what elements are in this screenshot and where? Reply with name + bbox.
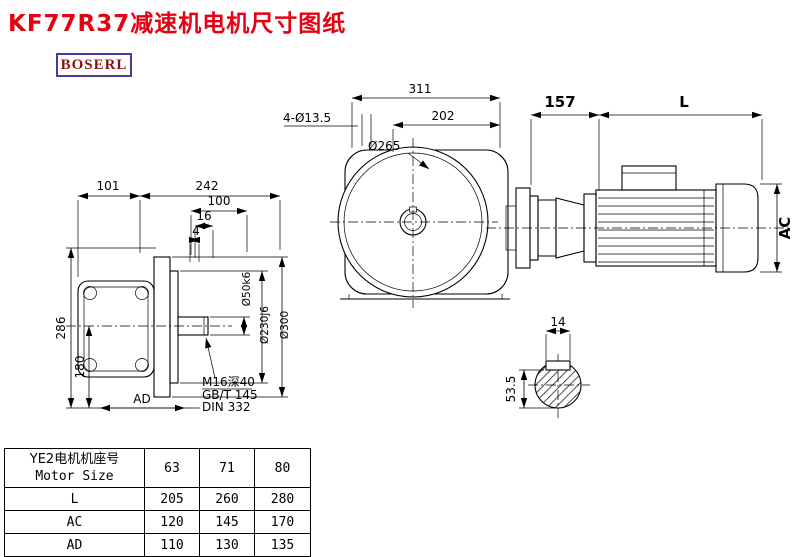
dim-L: L: [679, 93, 689, 111]
cell-AC-80: 170: [254, 510, 311, 534]
cell-L-63: 205: [144, 487, 200, 511]
row-label-L: L: [4, 487, 145, 511]
cell-AD-63: 110: [144, 533, 200, 557]
dim-180: 180: [73, 356, 87, 379]
dim-shaft-dia: Ø50k6: [241, 271, 253, 306]
brand-logo: BOSERL: [56, 53, 132, 77]
table-header-row: YE2电机机座号 Motor Size 63 71 80: [4, 448, 311, 488]
dim-key-width: 14: [550, 315, 565, 329]
table-row-AC: AC 120 145 170: [4, 510, 311, 534]
dim-4: 4: [192, 224, 200, 238]
table-size-80: 80: [254, 448, 311, 488]
note-din-standard: DIN 332: [202, 400, 250, 414]
dim-AC: AC: [776, 217, 794, 240]
table-header-en: Motor Size: [35, 469, 114, 484]
cell-L-71: 260: [199, 487, 255, 511]
shaft-key-section: 14 53.5: [504, 315, 590, 418]
dim-202: 202: [432, 109, 455, 123]
table-size-63: 63: [144, 448, 200, 488]
table-header-label-cell: YE2电机机座号 Motor Size: [4, 448, 145, 488]
dim-286: 286: [54, 317, 68, 340]
gearbox-front-view: 311 202 4-Ø13.5 Ø265: [283, 82, 510, 308]
dim-100: 100: [208, 194, 231, 208]
motor-side-view: 157 L AC: [486, 93, 794, 273]
row-label-AD: AD: [4, 533, 145, 557]
brand-logo-text: BOSERL: [60, 56, 128, 73]
note-tap: M16深40: [202, 375, 255, 389]
cell-AC-63: 120: [144, 510, 200, 534]
dim-157: 157: [544, 93, 575, 111]
dim-16: 16: [196, 209, 211, 223]
cell-AD-71: 130: [199, 533, 255, 557]
cell-AC-71: 145: [199, 510, 255, 534]
page-title: KF77R37减速机电机尺寸图纸: [8, 11, 347, 37]
cell-AD-80: 135: [254, 533, 311, 557]
motor-size-table: YE2电机机座号 Motor Size 63 71 80 L 205 260 2…: [4, 448, 311, 557]
table-size-71: 71: [199, 448, 255, 488]
row-label-AC: AC: [4, 510, 145, 534]
table-row-AD: AD 110 130 135: [4, 533, 311, 557]
gearbox-side-view: 101 242 100 16 4 286 180 AD Ø50k6 Ø230j6…: [54, 179, 291, 414]
table-header-cn: YE2电机机座号: [29, 452, 120, 467]
table-row-L: L 205 260 280: [4, 487, 311, 511]
dim-bolt-holes: 4-Ø13.5: [283, 111, 331, 125]
cell-L-80: 280: [254, 487, 311, 511]
dim-AD: AD: [133, 392, 150, 406]
dim-242: 242: [196, 179, 219, 193]
note-gb-standard: GB/T 145: [202, 388, 258, 402]
dim-101: 101: [97, 179, 120, 193]
dim-flange-dia: Ø265: [368, 139, 400, 153]
dim-flange-od: Ø300: [279, 311, 291, 339]
dim-key-height: 53.5: [504, 376, 518, 403]
dim-311: 311: [409, 82, 432, 96]
dim-spigot-dia: Ø230j6: [259, 306, 271, 344]
